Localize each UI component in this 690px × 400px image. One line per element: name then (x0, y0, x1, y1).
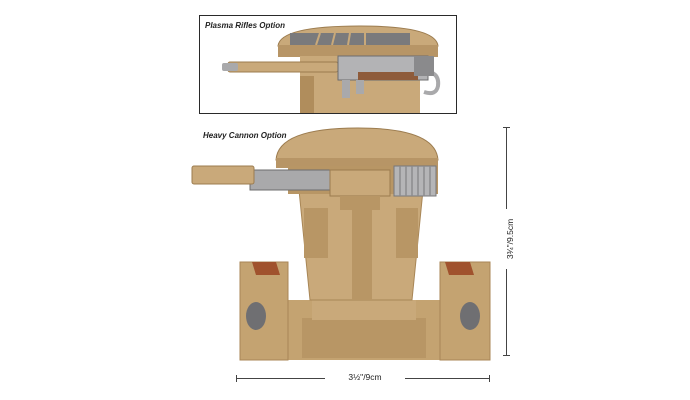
heavy-cannon-label: Heavy Cannon Option (203, 131, 287, 140)
plasma-rifles-label: Plasma Rifles Option (205, 21, 286, 30)
plasma-rifles-turret-image (222, 25, 441, 113)
width-dimension-label: 3½"/9cm (325, 372, 405, 382)
plasma-rifles-inset (199, 15, 457, 114)
height-dimension-label: 3¾"/9.5cm (505, 209, 515, 269)
